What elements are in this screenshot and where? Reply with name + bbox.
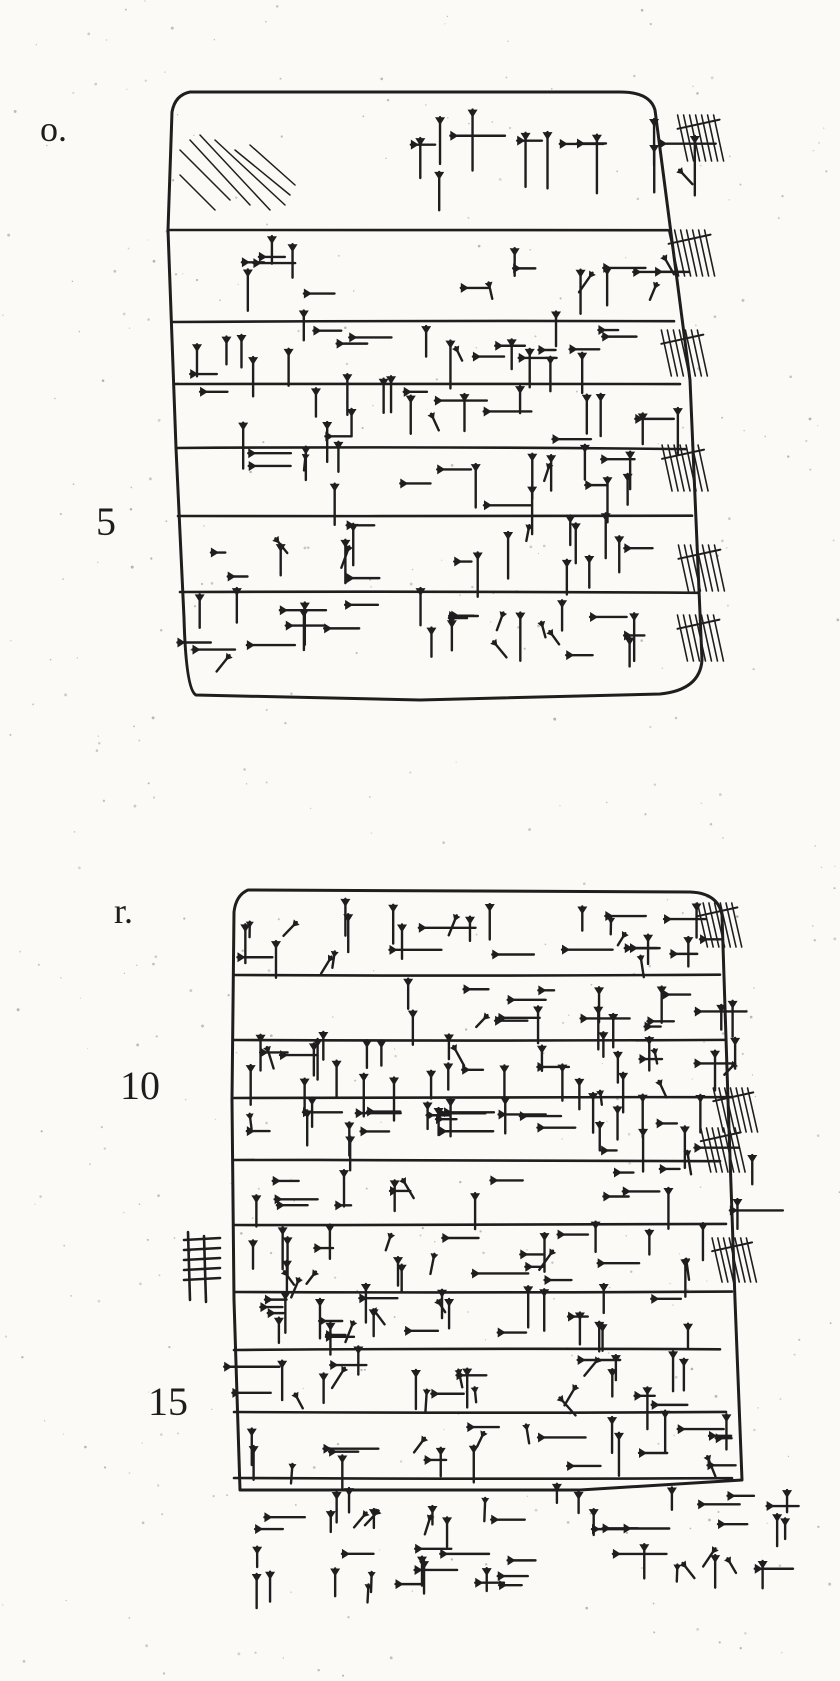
obverse-ruling-lines — [168, 228, 700, 595]
obverse-tablet-drawing — [166, 90, 726, 702]
obverse-outline — [166, 90, 704, 702]
reverse-line-number-15: 15 — [148, 1379, 188, 1424]
reverse-lower-edge-signs — [251, 1482, 800, 1610]
reverse-outline — [230, 888, 744, 1492]
obverse-damage-hatching — [179, 134, 296, 211]
obverse-label: o. — [40, 109, 67, 149]
reverse-label: r. — [114, 891, 134, 931]
reverse-signs — [223, 897, 785, 1491]
obverse-line-number-5: 5 — [96, 499, 116, 544]
obverse-signs — [176, 108, 726, 673]
reverse-ruling-lines — [232, 973, 734, 1480]
reverse-margin-sign — [182, 1230, 222, 1304]
reverse-line-number-10: 10 — [120, 1063, 160, 1108]
